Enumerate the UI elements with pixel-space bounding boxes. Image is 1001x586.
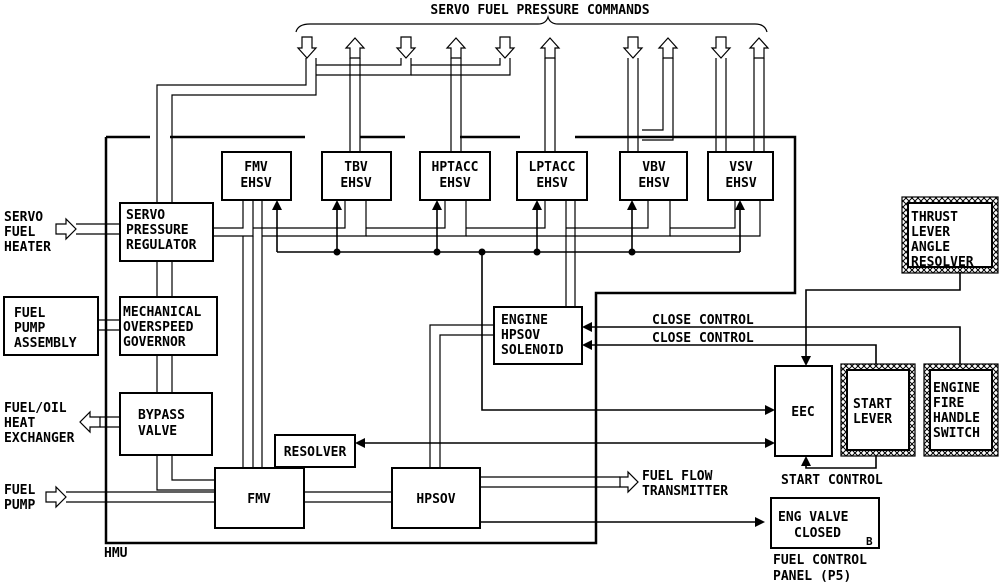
svg-text:CLOSE CONTROL: CLOSE CONTROL [652,313,754,328]
servo-pipes [156,58,765,205]
svg-text:CLOSED: CLOSED [794,526,841,541]
svg-text:TRANSMITTER: TRANSMITTER [642,484,728,499]
svg-text:SERVO: SERVO [4,210,43,225]
hmu-boundary [104,135,797,545]
solenoid-hpsov-pipe [429,324,494,468]
ehsv-vbv: VBV EHSV [619,151,688,201]
ehsv-row: FMV EHSV TBV EHSV HPTACC EHSV LPTACC EHS… [221,151,774,201]
fmv: FMV [214,467,305,529]
svg-text:LEVER: LEVER [853,412,892,427]
svg-text:FUEL: FUEL [14,306,45,321]
hpsov: HPSOV [391,467,481,529]
servo-supply-lines [212,200,761,468]
svg-text:SOLENOID: SOLENOID [501,343,564,358]
close-control-lines: CLOSE CONTROL CLOSE CONTROL [582,313,961,364]
fmv-hpsov-pipe [304,491,392,503]
svg-text:BYPASS: BYPASS [138,408,185,423]
resolver: RESOLVER [274,434,356,468]
hpsov-outputs: FUEL FLOW TRANSMITTER [480,469,765,527]
svg-text:SWITCH: SWITCH [933,426,980,441]
svg-text:ENG VALVE: ENG VALVE [778,510,848,525]
input-fuel-pump-assembly: FUEL PUMP ASSEMBLY [3,296,99,356]
svg-text:FMV: FMV [244,160,268,175]
fuel-control-panel-caption-1: FUEL CONTROL [773,553,867,568]
svg-text:PUMP: PUMP [14,321,45,336]
command-bus [272,200,961,415]
svg-text:EHSV: EHSV [638,176,669,191]
svg-text:ASSEMBLY: ASSEMBLY [14,336,77,351]
servo-pressure-regulator: SERVO PRESSURE REGULATOR [119,202,214,262]
ehsv-fmv: FMV EHSV [221,151,292,201]
svg-text:HPSOV: HPSOV [416,492,455,507]
svg-text:FIRE: FIRE [933,396,964,411]
svg-text:PUMP: PUMP [4,498,35,513]
svg-text:START: START [853,397,892,412]
svg-text:EHSV: EHSV [725,176,756,191]
svg-text:START CONTROL: START CONTROL [781,473,883,488]
svg-text:HPTACC: HPTACC [432,160,479,175]
svg-text:EHSV: EHSV [536,176,567,191]
svg-text:EEC: EEC [791,405,814,420]
svg-text:FMV: FMV [247,492,271,507]
bypass-valve: BYPASS VALVE [119,392,213,456]
svg-text:VSV: VSV [729,160,753,175]
svg-text:MECHANICAL: MECHANICAL [123,305,201,320]
title: SERVO FUEL PRESSURE COMMANDS [430,3,649,18]
mechanical-overspeed-governor: MECHANICAL OVERSPEED GOVERNOR [119,296,218,356]
svg-text:ANGLE: ANGLE [911,240,950,255]
svg-text:OVERSPEED: OVERSPEED [123,320,194,335]
svg-text:B: B [866,535,873,548]
svg-text:FUEL/OIL: FUEL/OIL [4,401,67,416]
svg-text:PRESSURE: PRESSURE [126,223,189,238]
svg-text:RESOLVER: RESOLVER [284,445,347,460]
svg-text:ENGINE: ENGINE [933,381,980,396]
svg-text:CLOSE CONTROL: CLOSE CONTROL [652,331,754,346]
svg-text:REGULATOR: REGULATOR [126,238,197,253]
fuel-control-panel-caption-2: PANEL (P5) [773,569,851,584]
svg-text:SERVO: SERVO [126,208,165,223]
svg-text:HEATER: HEATER [4,240,51,255]
svg-text:EXCHANGER: EXCHANGER [4,431,75,446]
svg-text:VBV: VBV [642,160,666,175]
engine-hpsov-solenoid: ENGINE HPSOV SOLENOID [493,306,583,365]
left-pipes [98,261,215,491]
thrust-lever-angle-resolver: THRUST LEVER ANGLE RESOLVER [901,196,999,274]
svg-text:HEAT: HEAT [4,416,35,431]
hmu-label: HMU [104,546,128,561]
servo-command-ports [296,36,770,59]
title-brace [295,14,768,33]
svg-text:EHSV: EHSV [439,176,470,191]
ehsv-tbv: TBV EHSV [321,151,392,201]
eec: EEC [774,365,833,457]
svg-text:ENGINE: ENGINE [501,313,548,328]
output-fuel-oil-heat-exchanger: FUEL/OIL HEAT EXCHANGER [4,401,120,446]
ehsv-lptacc: LPTACC EHSV [516,151,588,201]
start-control-line: START CONTROL [781,456,883,488]
svg-text:EHSV: EHSV [340,176,371,191]
svg-text:TBV: TBV [344,160,368,175]
svg-text:FUEL: FUEL [4,483,35,498]
svg-text:EHSV: EHSV [240,176,271,191]
svg-text:VALVE: VALVE [138,424,177,439]
svg-text:FUEL FLOW: FUEL FLOW [642,469,713,484]
ehsv-vsv: VSV EHSV [707,151,774,201]
svg-text:FUEL: FUEL [4,225,35,240]
engine-fire-handle-switch: ENGINE FIRE HANDLE SWITCH [923,363,999,457]
ehsv-hptacc: HPTACC EHSV [419,151,491,201]
svg-text:LEVER: LEVER [911,225,950,240]
input-fuel-pump: FUEL PUMP [4,483,215,513]
svg-text:RESOLVER: RESOLVER [911,255,974,270]
svg-text:HPSOV: HPSOV [501,328,540,343]
svg-text:THRUST: THRUST [911,210,958,225]
svg-text:HANDLE: HANDLE [933,411,980,426]
svg-text:GOVERNOR: GOVERNOR [123,335,186,350]
eng-valve-closed-indicator: ENG VALVE CLOSED B [770,497,880,549]
svg-text:LPTACC: LPTACC [529,160,576,175]
input-servo-fuel-heater: SERVO FUEL HEATER [4,210,120,255]
start-lever: START LEVER [840,363,916,457]
